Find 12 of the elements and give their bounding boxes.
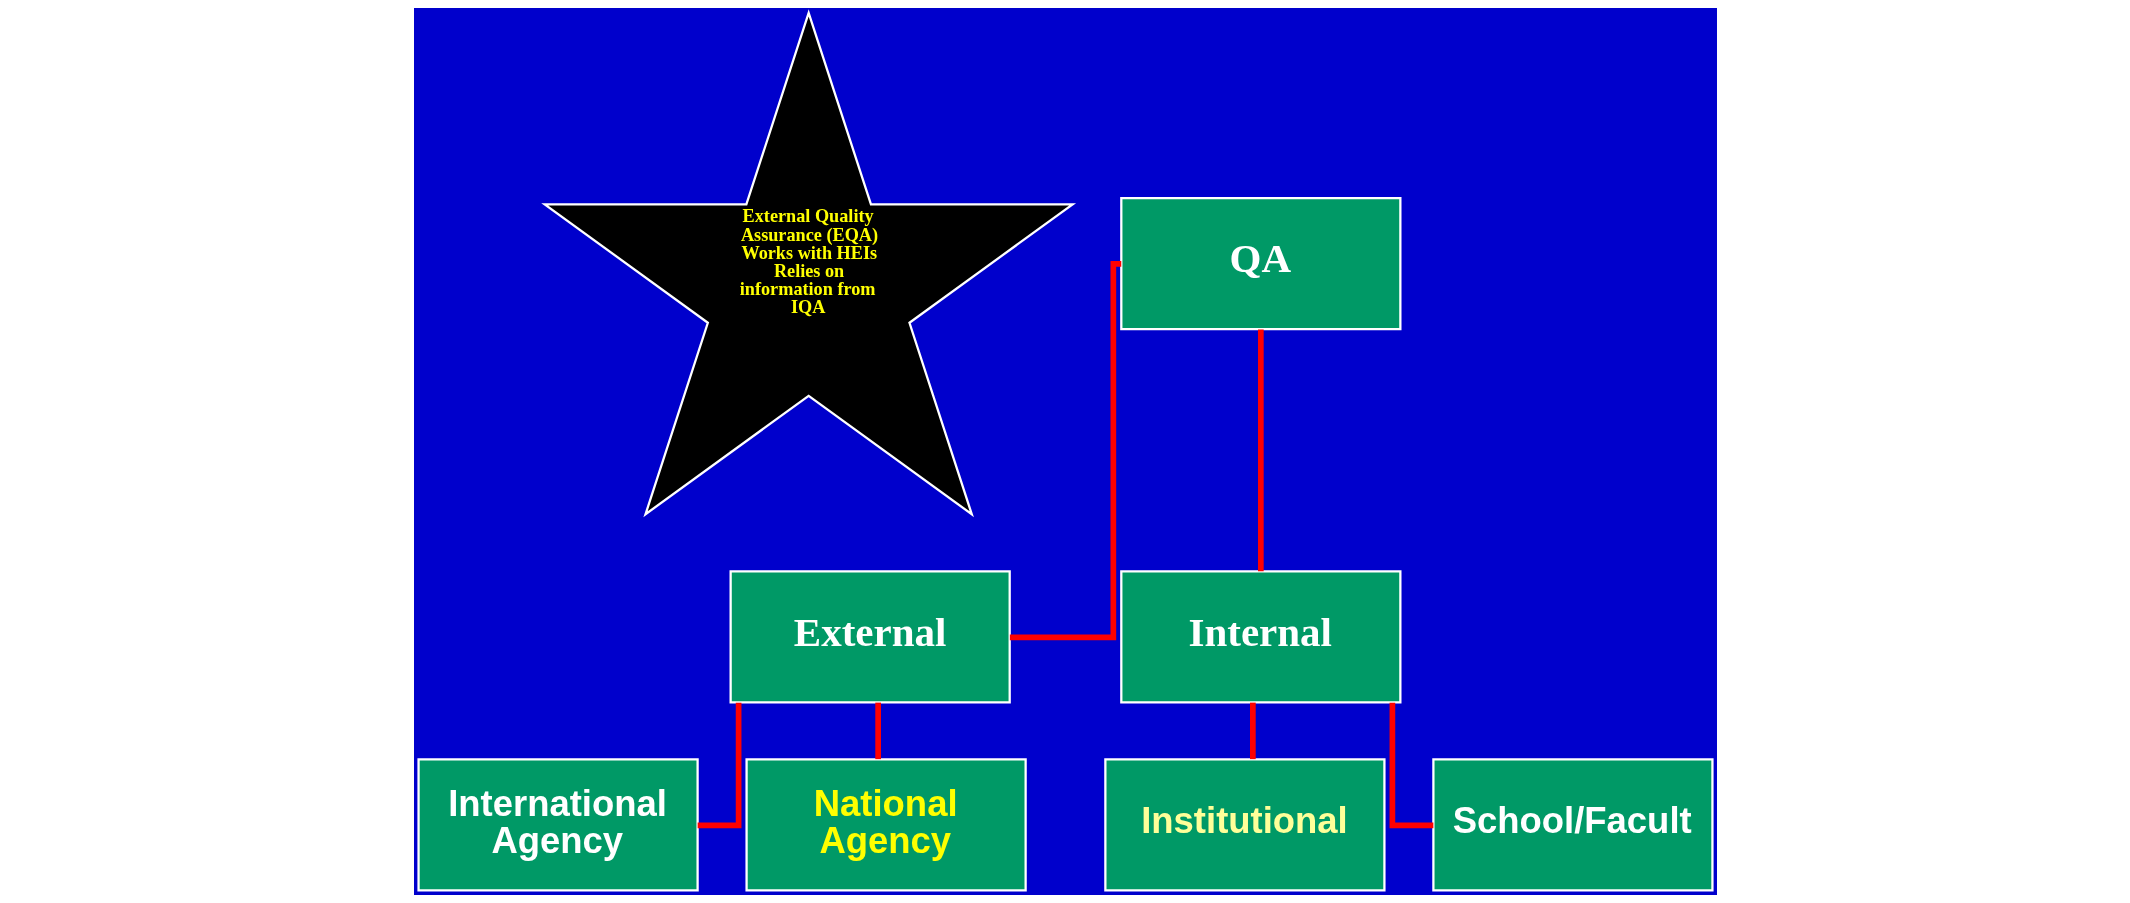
connector <box>1389 702 1433 829</box>
node-box: School/Facult <box>1431 758 1714 892</box>
node-box: Internal <box>1119 570 1401 704</box>
connector <box>1257 329 1264 572</box>
node-box: International Agency <box>416 758 699 892</box>
connector <box>697 702 741 829</box>
node-box: Institutional <box>1103 758 1386 892</box>
node-box: QA <box>1119 196 1401 331</box>
node-box: External <box>729 570 1011 704</box>
node-box: National Agency <box>744 758 1027 892</box>
connector <box>874 702 881 760</box>
connector <box>1249 702 1256 760</box>
